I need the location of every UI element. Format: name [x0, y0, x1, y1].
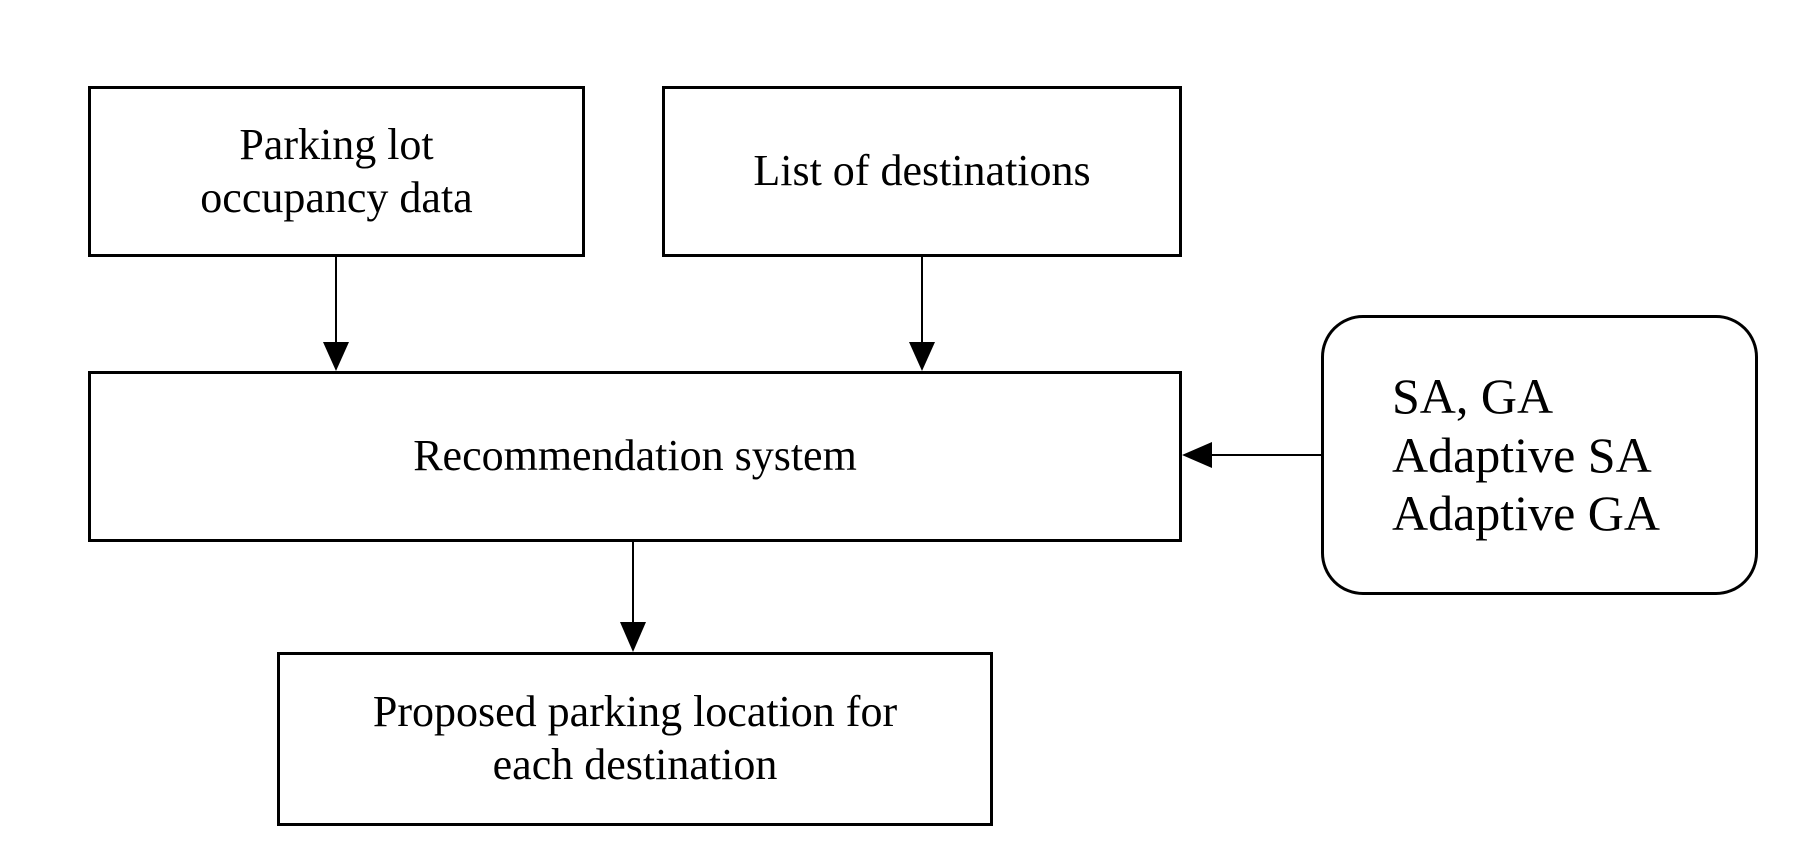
- destinations-node: List of destinations: [662, 86, 1182, 257]
- proposed-location-label: Proposed parking location for each desti…: [372, 687, 898, 789]
- destinations-label: List of destinations: [753, 146, 1091, 196]
- arrow-destinations-to-recommendation: [909, 257, 935, 371]
- recommendation-system-label: Recommendation system: [413, 431, 857, 481]
- proposed-location-node: Proposed parking location for each desti…: [277, 652, 993, 826]
- recommendation-system-node: Recommendation system: [88, 371, 1182, 542]
- algorithms-node: SA, GA Adaptive SA Adaptive GA: [1321, 315, 1758, 595]
- arrow-parking-to-recommendation: [323, 257, 349, 371]
- parking-lot-data-node: Parking lot occupancy data: [88, 86, 585, 257]
- algorithms-label: SA, GA Adaptive SA Adaptive GA: [1392, 368, 1660, 542]
- parking-lot-data-label: Parking lot occupancy data: [200, 119, 473, 222]
- arrow-algorithms-to-recommendation: [1182, 442, 1321, 468]
- arrow-recommendation-to-proposed: [620, 542, 646, 652]
